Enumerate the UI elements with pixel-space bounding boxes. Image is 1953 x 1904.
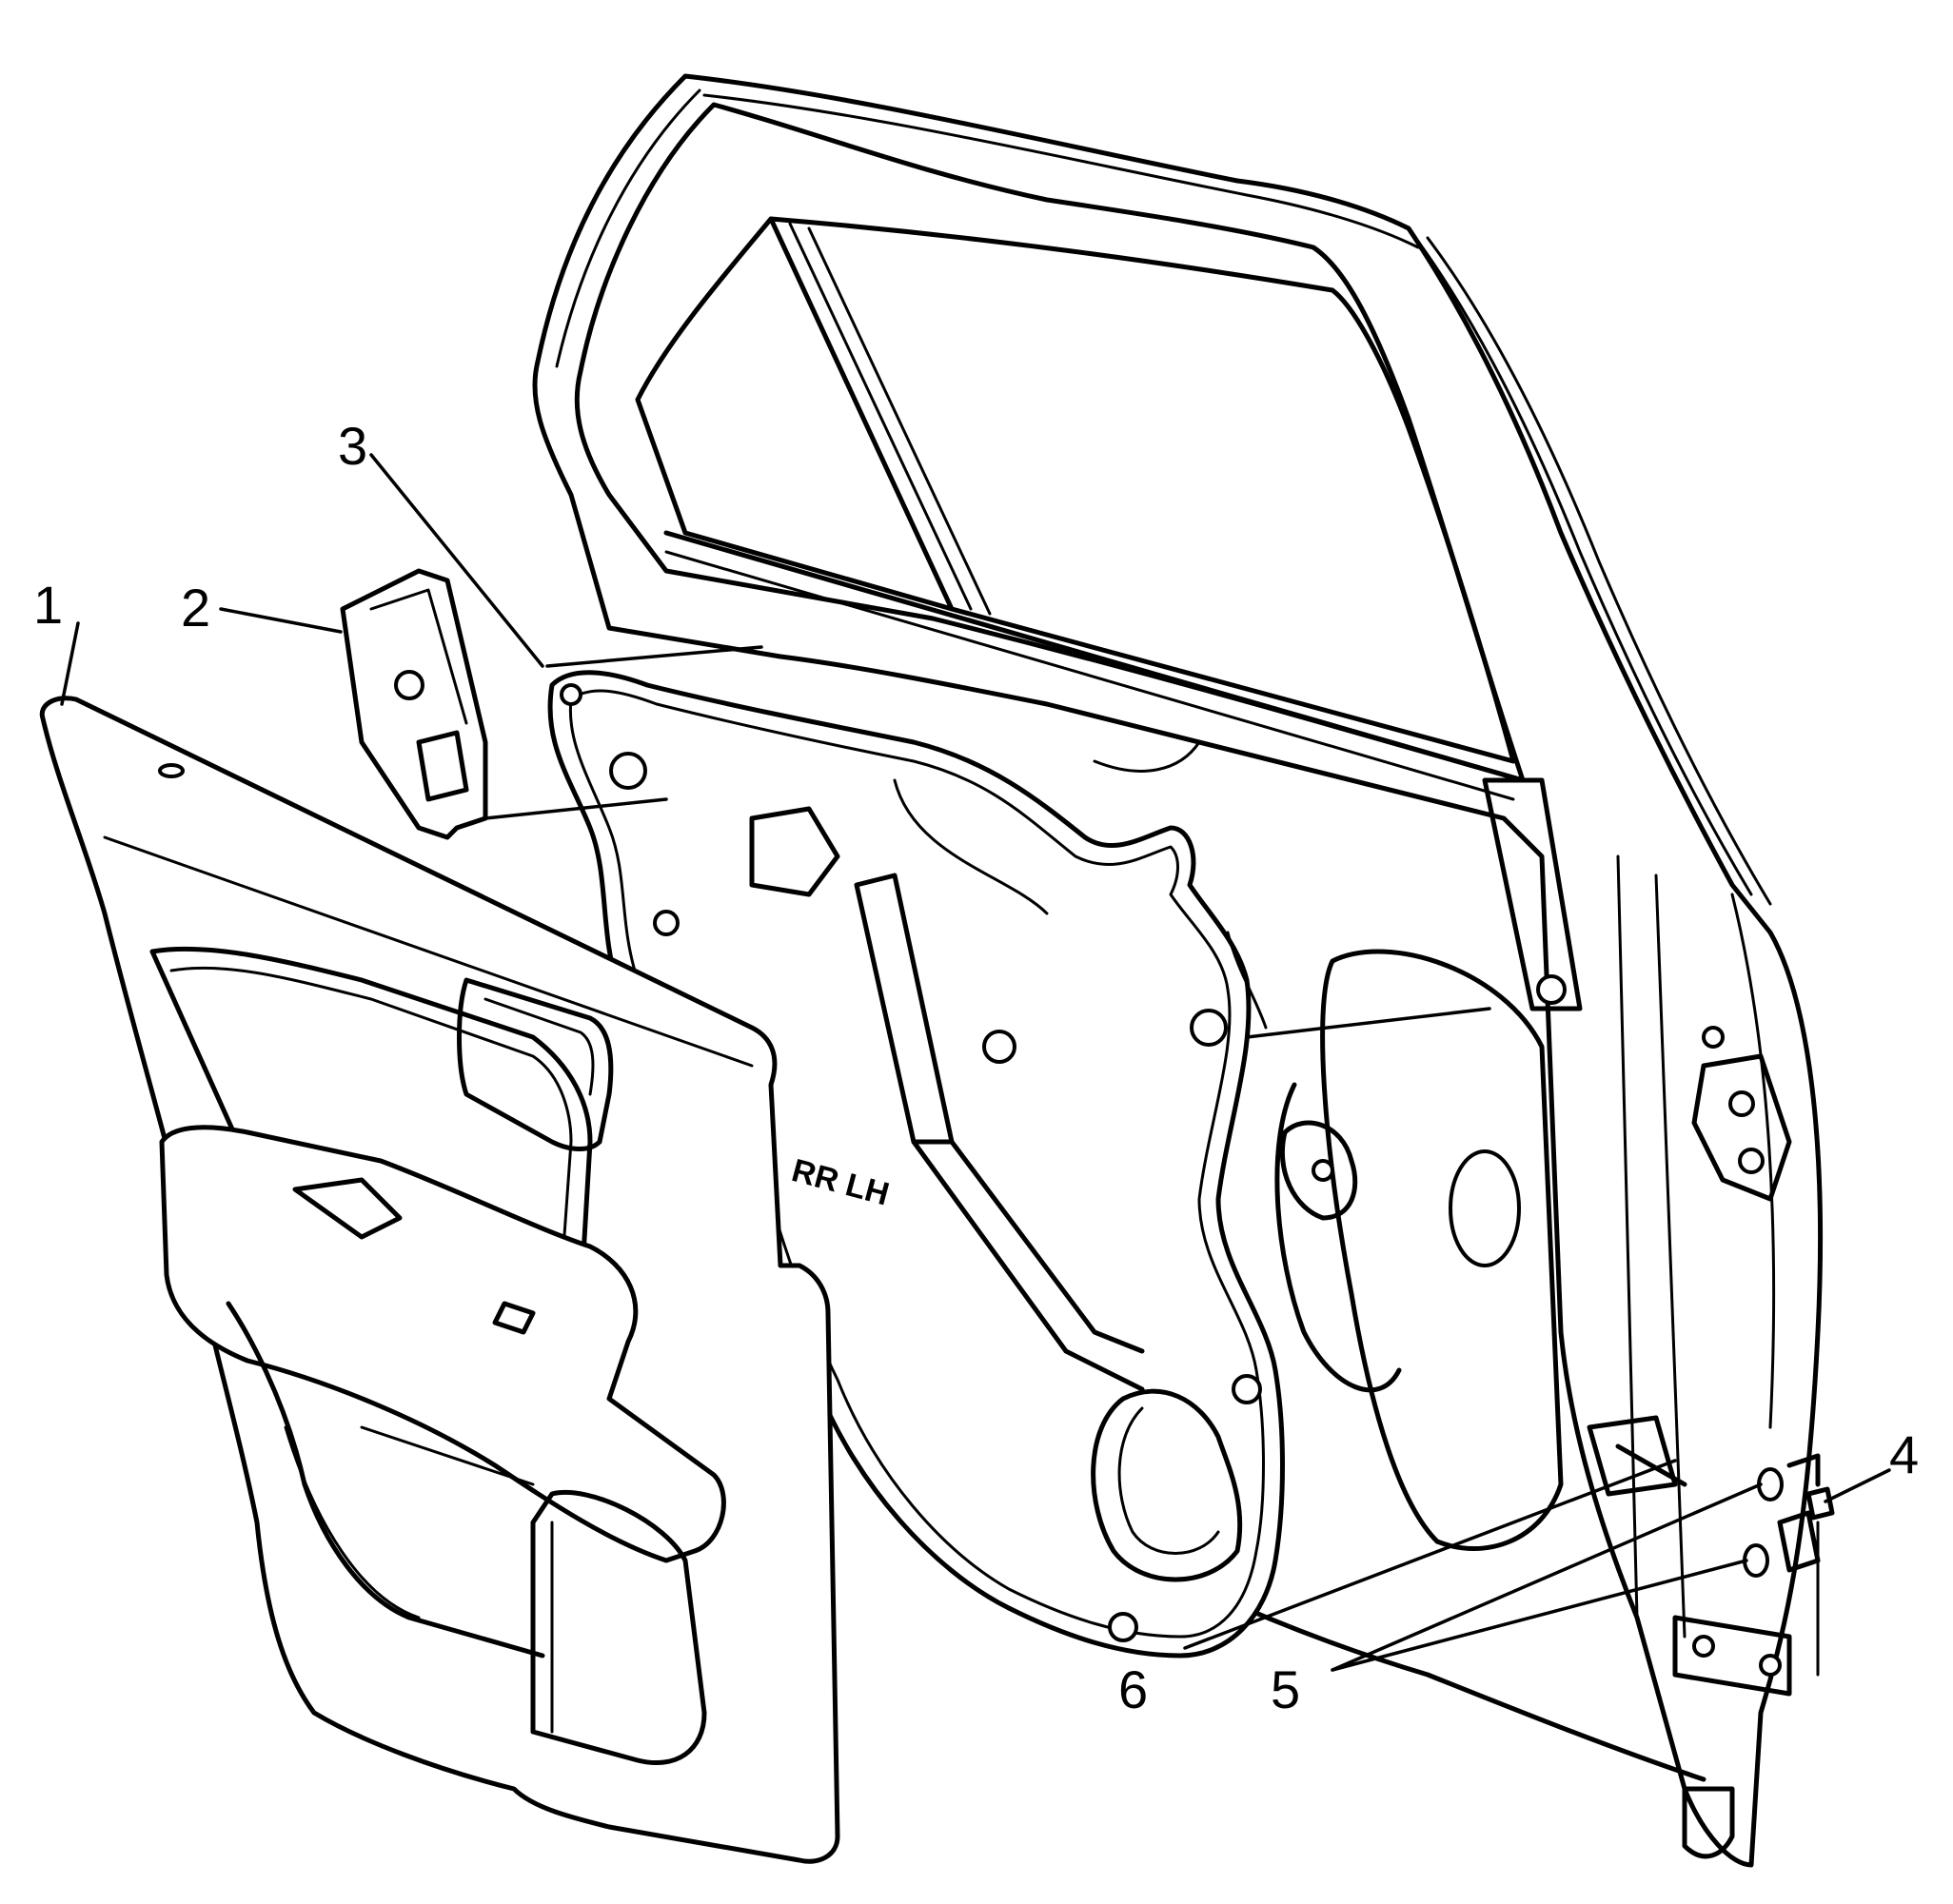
callout-4: 4 [1889,1424,1919,1484]
door-trim-panel [39,696,840,1864]
leader-lines [60,453,1891,1672]
callout-6: 6 [1118,1659,1148,1719]
callout-1: 1 [33,575,63,635]
callouts: 1 2 3 4 5 6 [33,416,1919,1719]
handle-bracket [340,568,488,840]
water-deflector-panel: RR LH [547,670,1358,1659]
bolt-4 [1805,1486,1835,1521]
callout-3: 3 [338,416,367,476]
callout-2: 2 [181,578,210,638]
callout-5: 5 [1271,1659,1300,1719]
fasteners [1743,1453,1835,1677]
